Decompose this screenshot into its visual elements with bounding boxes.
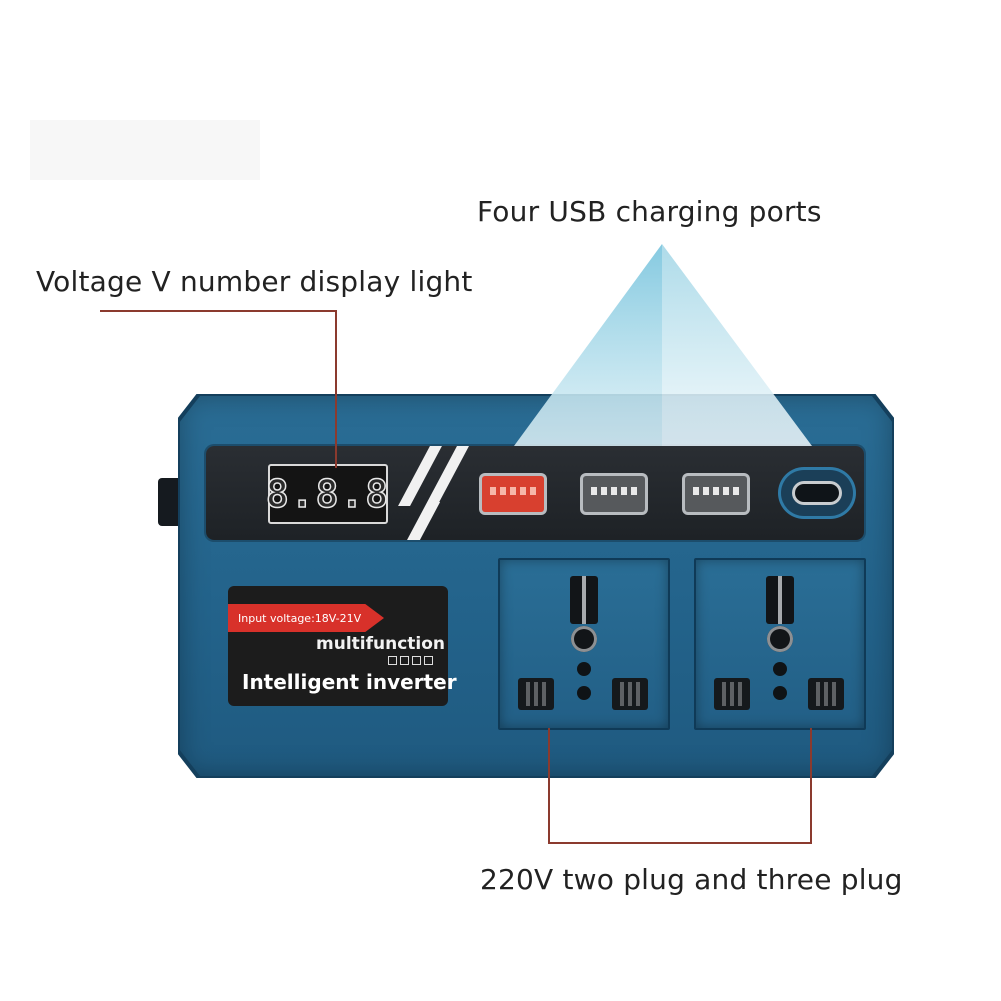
background-haze	[30, 120, 260, 180]
cert-icon	[412, 656, 421, 665]
leader-line-socket-h	[548, 842, 812, 844]
socket-left-slot	[518, 678, 554, 710]
socket-ground	[767, 626, 793, 652]
usb-c-port-icon[interactable]	[795, 484, 839, 502]
callout-sockets: 220V two plug and three plug	[480, 863, 903, 896]
universal-socket-icon[interactable]	[694, 558, 866, 730]
leader-line-socket-left	[548, 728, 550, 842]
usb-qc-port-icon[interactable]	[482, 476, 544, 512]
socket-contact	[582, 576, 586, 624]
cert-icon	[388, 656, 397, 665]
usb-port-icon[interactable]	[685, 476, 747, 512]
input-voltage-text: Input voltage:18V-21V	[238, 611, 362, 625]
cert-icon	[400, 656, 409, 665]
leader-line-voltage-v	[335, 310, 337, 468]
certification-icons	[388, 656, 433, 665]
label-intelligent-inverter: Intelligent inverter	[242, 670, 457, 694]
voltage-display: 8.8.8	[265, 464, 391, 524]
socket-hole	[773, 686, 787, 700]
socket-hole	[577, 662, 591, 676]
leader-line-socket-right	[810, 728, 812, 842]
socket-right-slot	[612, 678, 648, 710]
display-digits: 8.8.8	[265, 471, 391, 517]
leader-line-voltage-h	[100, 310, 336, 312]
universal-socket-icon[interactable]	[498, 558, 670, 730]
label-multifunction: multifunction	[316, 634, 446, 654]
callout-voltage-display: Voltage V number display light	[36, 265, 473, 298]
callout-usb-ports: Four USB charging ports	[477, 195, 822, 228]
usb-port-icon[interactable]	[583, 476, 645, 512]
socket-contact	[778, 576, 782, 624]
cert-icon	[424, 656, 433, 665]
input-voltage-banner: Input voltage:18V-21V	[228, 604, 384, 632]
socket-ground	[571, 626, 597, 652]
socket-hole	[577, 686, 591, 700]
socket-left-slot	[714, 678, 750, 710]
socket-right-slot	[808, 678, 844, 710]
socket-hole	[773, 662, 787, 676]
